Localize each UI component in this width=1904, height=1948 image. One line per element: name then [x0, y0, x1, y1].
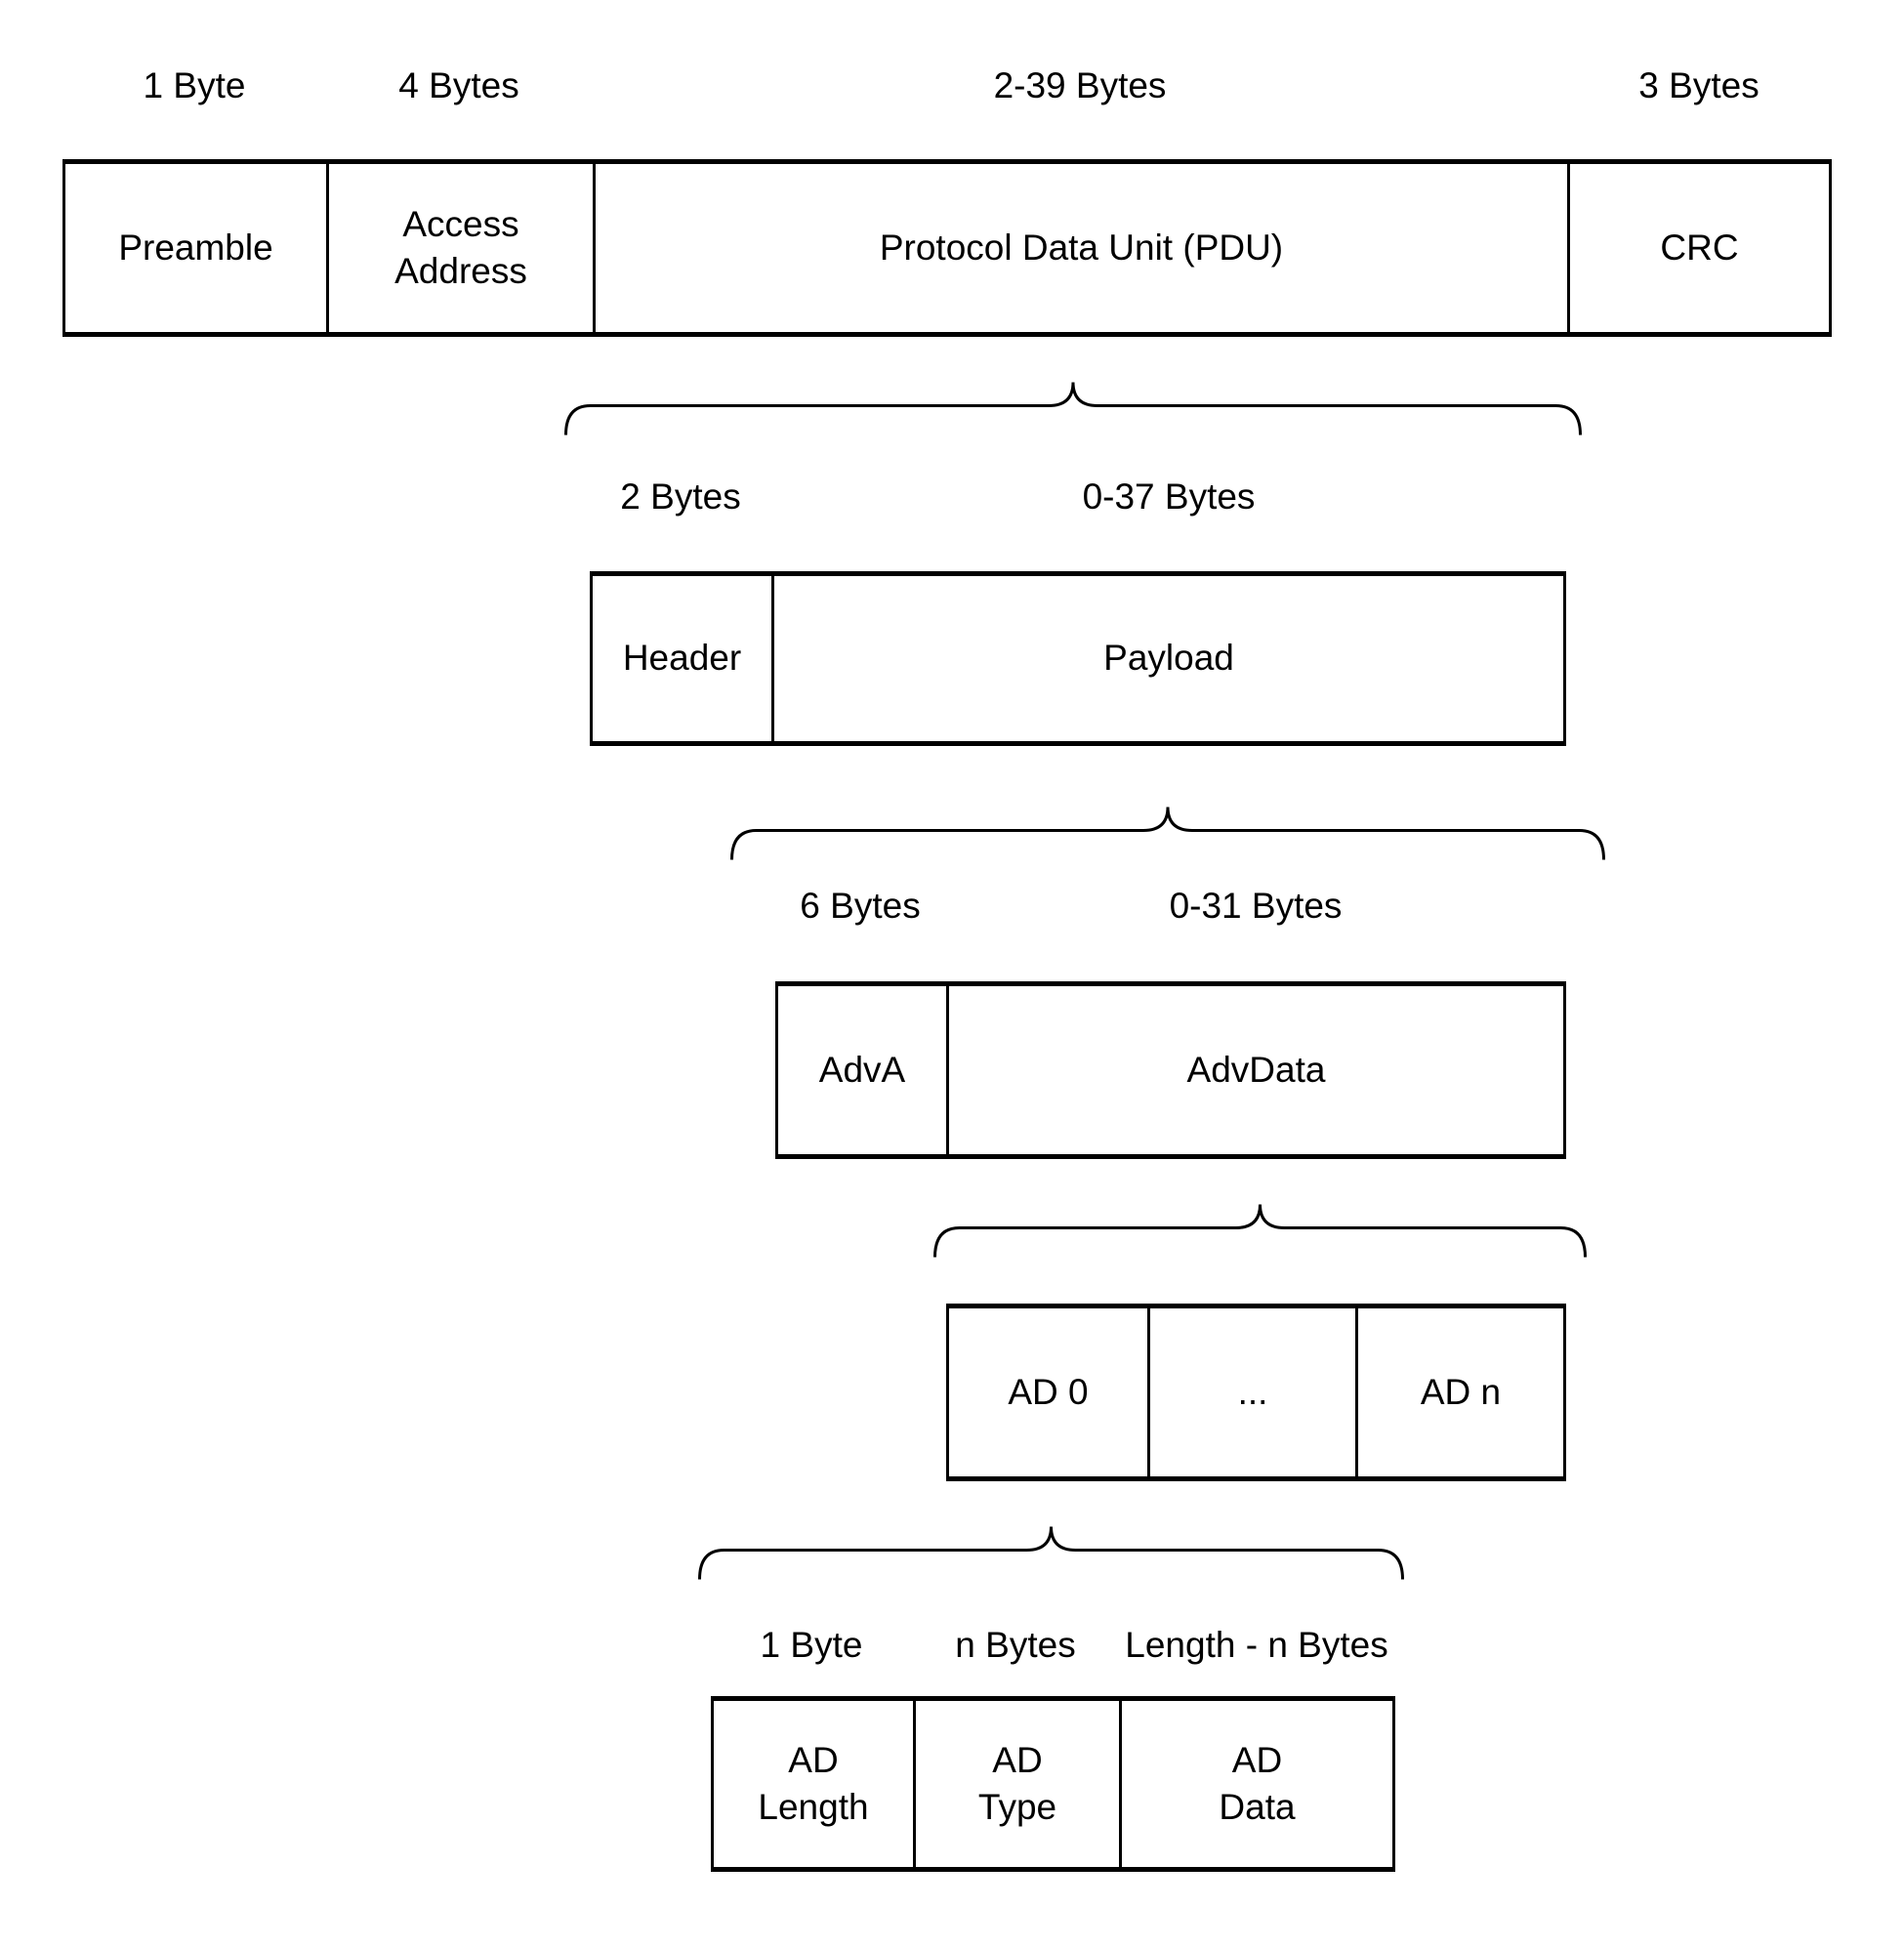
cell-ad-n: AD n — [1355, 1308, 1563, 1476]
advdata-row: AD 0 ... AD n — [946, 1304, 1566, 1481]
cell-ad-type: AD Type — [913, 1701, 1119, 1867]
cell-adva: AdvA — [818, 1049, 906, 1090]
size-label-access-address: 4 Bytes — [398, 64, 519, 105]
size-label-ad-data: Length - n Bytes — [1125, 1624, 1388, 1665]
size-label-header: 2 Bytes — [620, 476, 741, 517]
size-label-crc: 3 Bytes — [1638, 64, 1759, 105]
size-label-ad-type: n Bytes — [955, 1624, 1076, 1665]
size-label-ad-length: 1 Byte — [760, 1624, 863, 1665]
curly-brace-advdata — [933, 1204, 1587, 1258]
cell-header: Header — [622, 638, 742, 679]
cell-ad-ellipsis: ... — [1147, 1308, 1355, 1476]
cell-access-address: Access Address — [326, 164, 593, 332]
cell-payload: Payload — [771, 576, 1563, 741]
size-label-adva: 6 Bytes — [800, 885, 921, 926]
curly-brace-pdu — [564, 382, 1582, 435]
cell-advdata: AdvData — [946, 986, 1563, 1154]
pdu-row: Header Payload — [590, 571, 1566, 746]
size-label-preamble: 1 Byte — [143, 64, 246, 105]
cell-crc: CRC — [1567, 164, 1829, 332]
cell-ad-length: AD Length — [758, 1739, 869, 1827]
packet-row: Preamble Access Address Protocol Data Un… — [62, 159, 1832, 337]
cell-ad-0: AD 0 — [1008, 1371, 1089, 1412]
payload-row: AdvA AdvData — [775, 981, 1566, 1159]
ad-structure-row: AD Length AD Type AD Data — [711, 1696, 1395, 1872]
size-label-advdata: 0-31 Bytes — [1169, 885, 1343, 926]
cell-ad-data: AD Data — [1119, 1701, 1392, 1867]
curly-brace-ad0 — [698, 1526, 1404, 1580]
cell-preamble: Preamble — [118, 227, 273, 268]
size-label-pdu: 2-39 Bytes — [993, 64, 1167, 105]
cell-pdu: Protocol Data Unit (PDU) — [593, 164, 1567, 332]
curly-brace-payload — [730, 807, 1605, 860]
size-label-payload: 0-37 Bytes — [1082, 476, 1256, 517]
